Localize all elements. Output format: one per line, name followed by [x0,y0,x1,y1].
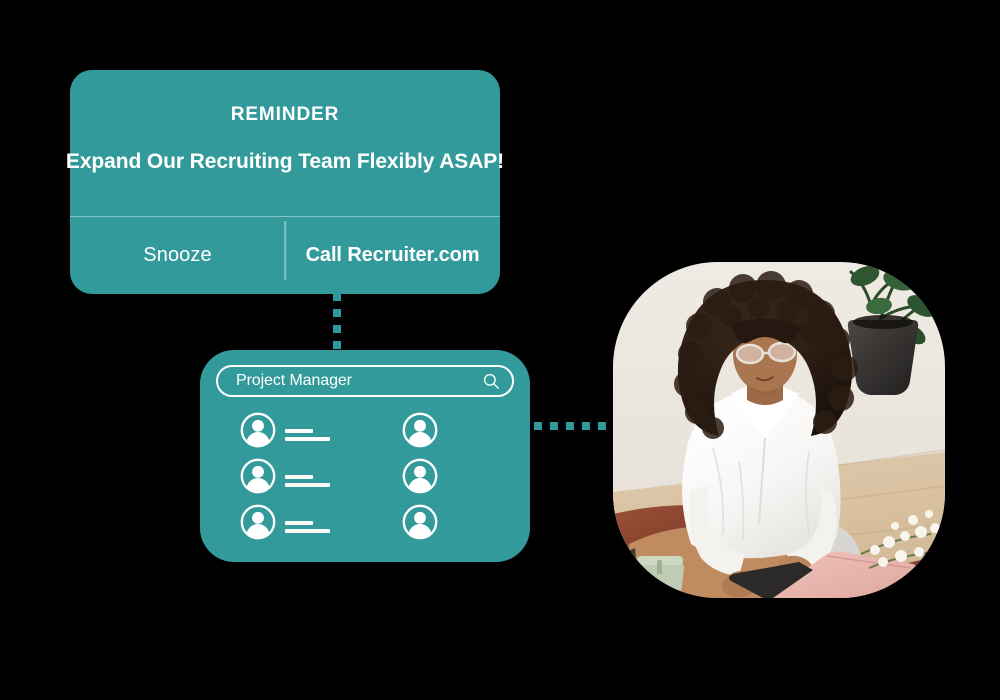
list-item[interactable] [374,456,508,495]
candidate-photo [613,262,945,598]
user-avatar-icon [240,412,276,447]
placeholder-lines [285,465,330,487]
placeholder-line-short [285,474,313,479]
candidate-photo-illustration [613,262,945,598]
placeholder-line-short [285,428,313,433]
placeholder-lines [285,511,330,533]
placeholder-line-long [285,528,330,533]
reminder-actions: Snooze Call Recruiter.com [70,216,500,294]
user-avatar-icon [402,412,438,447]
connector-panel-to-photo [534,422,616,430]
user-avatar-icon [240,458,276,493]
action-divider [284,221,286,280]
reminder-title: REMINDER [230,104,340,126]
search-bar[interactable]: Project Manager [216,365,514,397]
list-item[interactable] [240,502,374,541]
list-item[interactable] [240,410,374,449]
user-avatar-icon [402,458,438,493]
list-item[interactable] [240,456,374,495]
reminder-card: REMINDER Expand Our Recruiting Team Flex… [66,70,504,294]
connector-card-to-panel [333,293,341,350]
placeholder-line-long [285,436,330,441]
placeholder-lines [285,419,330,441]
search-results-grid [216,410,514,541]
reminder-subtitle: Expand Our Recruiting Team Flexibly ASAP… [65,150,505,174]
snooze-button[interactable]: Snooze [143,244,212,266]
list-item[interactable] [374,502,508,541]
search-input[interactable]: Project Manager [236,372,352,389]
list-item[interactable] [374,410,508,449]
reminder-card-body: REMINDER Expand Our Recruiting Team Flex… [66,70,504,216]
placeholder-line-short [285,520,313,525]
call-recruiter-button[interactable]: Call Recruiter.com [305,244,480,266]
candidate-search-panel: Project Manager [200,350,530,562]
user-avatar-icon [402,504,438,539]
search-icon[interactable] [482,372,500,390]
user-avatar-icon [240,504,276,539]
placeholder-line-long [285,482,330,487]
